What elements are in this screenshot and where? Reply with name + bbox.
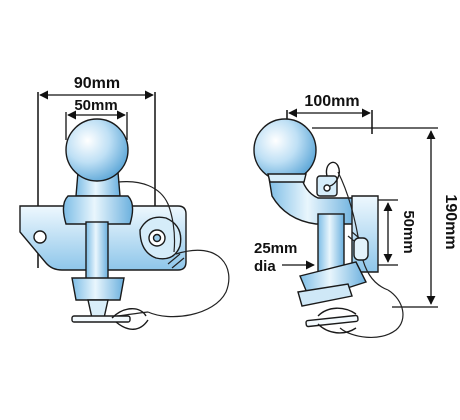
dim-190-label: 190mm: [442, 194, 459, 249]
front-view: 90mm 50mm: [19, 75, 230, 330]
dimension-25mm-dia: 25mm dia: [254, 240, 315, 275]
side-cable-loop: [339, 289, 404, 338]
front-cable-swivel: [167, 253, 185, 269]
side-ball-collar: [267, 173, 307, 183]
side-clip-pin: [305, 307, 359, 334]
side-view: 100mm 190mm 50mm 25mm dia: [253, 93, 459, 338]
front-lock-eye: [139, 216, 182, 260]
front-lower-boss: [71, 277, 125, 301]
side-lower-lip: [297, 283, 353, 307]
front-bolt-hole: [33, 230, 47, 244]
front-cable-loop: [147, 249, 230, 318]
dimension-100mm: 100mm: [286, 93, 373, 134]
dim-25-unit-label: dia: [254, 258, 276, 275]
dim-50-front-label: 50mm: [74, 97, 117, 114]
dim-90-label: 90mm: [74, 75, 120, 92]
front-tow-ball: [65, 118, 129, 182]
dim-100-label: 100mm: [304, 93, 359, 110]
dimension-190mm: 190mm: [312, 127, 459, 308]
dim-25-label: 25mm: [254, 240, 297, 257]
front-pin-shaft: [85, 221, 109, 285]
front-clip-pin: [71, 308, 149, 330]
front-neck-flange: [62, 195, 134, 225]
side-mounting-plate: [351, 195, 379, 273]
front-cable-upper: [117, 181, 176, 253]
dimension-50mm-front: 50mm: [65, 97, 128, 140]
side-tow-ball: [253, 118, 317, 182]
dimension-50mm-side: 50mm: [378, 199, 417, 266]
side-top-hook: [316, 161, 340, 197]
side-swivel-link: [353, 237, 369, 261]
dim-50-side-label: 50mm: [400, 210, 417, 253]
